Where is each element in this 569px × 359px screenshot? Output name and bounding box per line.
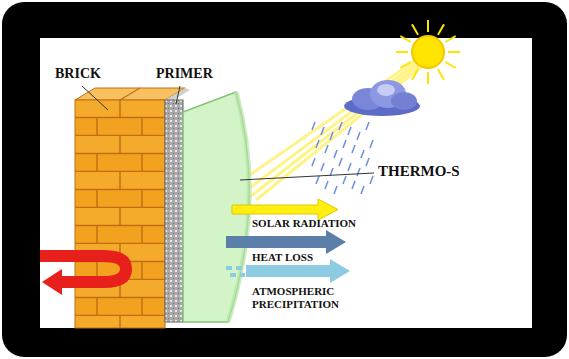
part-label: BRICK [55, 66, 101, 82]
sun-ray [412, 69, 418, 79]
sun-ray [427, 72, 429, 84]
rain-drop [312, 122, 315, 130]
rain-drop [316, 140, 319, 148]
rain-drop [325, 145, 328, 153]
sun-ray [438, 69, 444, 79]
rain-drop [357, 168, 360, 176]
sun-ray [396, 51, 408, 53]
sun-ray [400, 36, 410, 42]
part-label: SOLAR RADIATION [252, 217, 356, 230]
part-label: PRIMER [156, 66, 213, 82]
rain-drop [352, 145, 355, 153]
rain-drop [339, 158, 342, 166]
rain-drop [361, 186, 364, 194]
rain-drop [348, 163, 351, 171]
part-label: THERMO-S [378, 163, 460, 180]
rain-drop [343, 176, 346, 184]
rain-drop [334, 150, 337, 158]
sun-ray [400, 62, 410, 68]
rain-drop [330, 132, 333, 140]
rain-drop [339, 122, 342, 130]
rain-drop [325, 181, 328, 189]
rain-drop [316, 176, 319, 184]
sun-ray [445, 62, 455, 68]
rain-drop [361, 150, 364, 158]
rain-drop [343, 140, 346, 148]
brick-wall [75, 88, 185, 328]
rain-drop [321, 163, 324, 171]
rain-drop [348, 127, 351, 135]
heat-loss-arrow [226, 230, 346, 254]
sun-ray [427, 20, 429, 32]
rain-drop [352, 181, 355, 189]
sun-ray [448, 51, 460, 53]
sun-ray [438, 24, 444, 34]
rain-drop [370, 176, 373, 184]
part-label: ATMOSPHERIC PRECIPITATION [252, 285, 364, 310]
rain-drop [321, 127, 324, 135]
rain-drop [370, 140, 373, 148]
rain-drop [366, 158, 369, 166]
leader-lines [82, 86, 374, 180]
heat-return-arrow [40, 256, 126, 295]
rain-drop [334, 186, 337, 194]
cloud [344, 80, 420, 116]
rain-drop [366, 122, 369, 130]
rain [312, 122, 373, 194]
solar-arrow [232, 199, 338, 220]
sun [396, 20, 460, 84]
part-label: HEAT LOSS [252, 251, 313, 264]
rain-drop [357, 132, 360, 140]
rain-drop [312, 158, 315, 166]
sun-ray [412, 24, 418, 34]
sun-ray [445, 36, 455, 42]
frame-ground [40, 38, 532, 328]
